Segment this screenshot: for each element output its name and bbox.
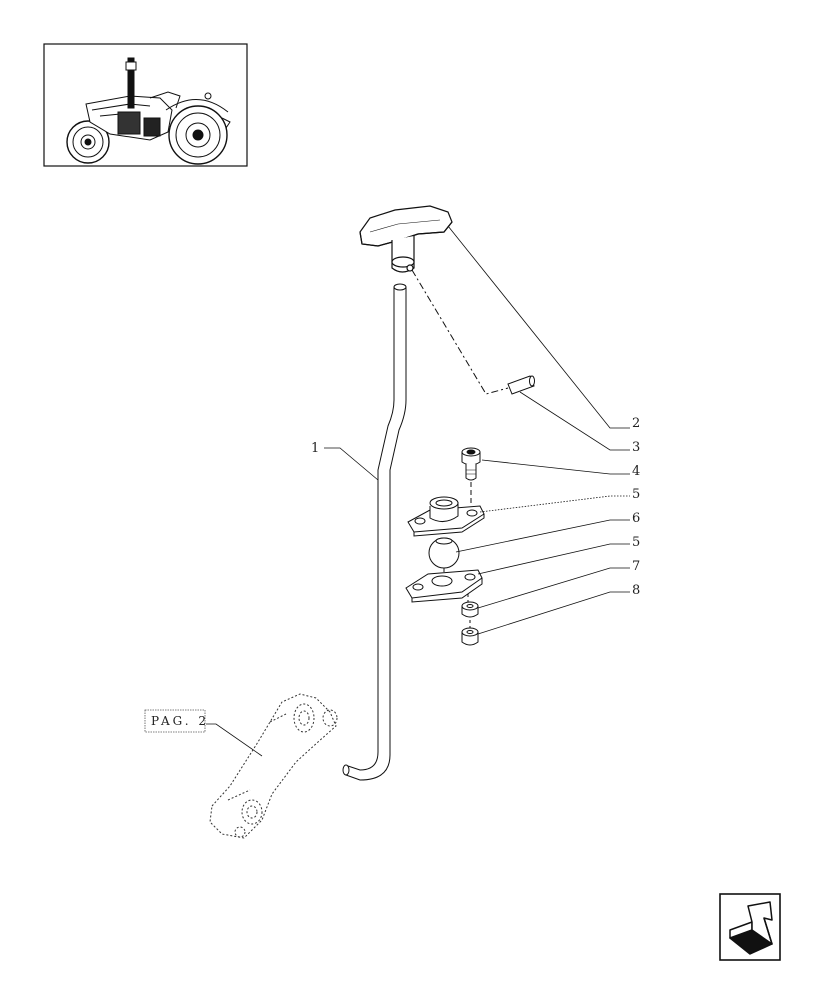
lever-knob (359, 205, 453, 273)
next-page-button[interactable] (719, 893, 781, 961)
callout-8: 8 (632, 583, 640, 598)
tractor-thumbnail[interactable] (43, 43, 248, 167)
leader-lines (206, 225, 630, 757)
lever-rod (342, 283, 407, 781)
page-reference-label: PAG. 2 (151, 714, 209, 728)
pedal-bracket (209, 693, 338, 839)
roll-pin (507, 375, 535, 395)
assembly-line (411, 269, 509, 395)
upper-flange (407, 496, 485, 537)
next-page-arrow-icon (729, 901, 773, 955)
callout-5-upper: 5 (632, 487, 640, 502)
washer (461, 594, 479, 628)
cap-screw (461, 447, 481, 504)
nut (461, 627, 479, 646)
ball-joint (428, 537, 460, 580)
callout-6: 6 (632, 511, 640, 526)
callout-5-lower: 5 (632, 535, 640, 550)
callout-3: 3 (632, 440, 640, 455)
callout-1: 1 (311, 441, 319, 456)
tractor-icon (66, 57, 231, 165)
callout-4: 4 (632, 464, 640, 479)
callout-7: 7 (632, 559, 640, 574)
callout-2: 2 (632, 416, 640, 431)
page-reference-link[interactable]: PAG. 2 (144, 709, 209, 733)
lower-flange (405, 569, 483, 603)
